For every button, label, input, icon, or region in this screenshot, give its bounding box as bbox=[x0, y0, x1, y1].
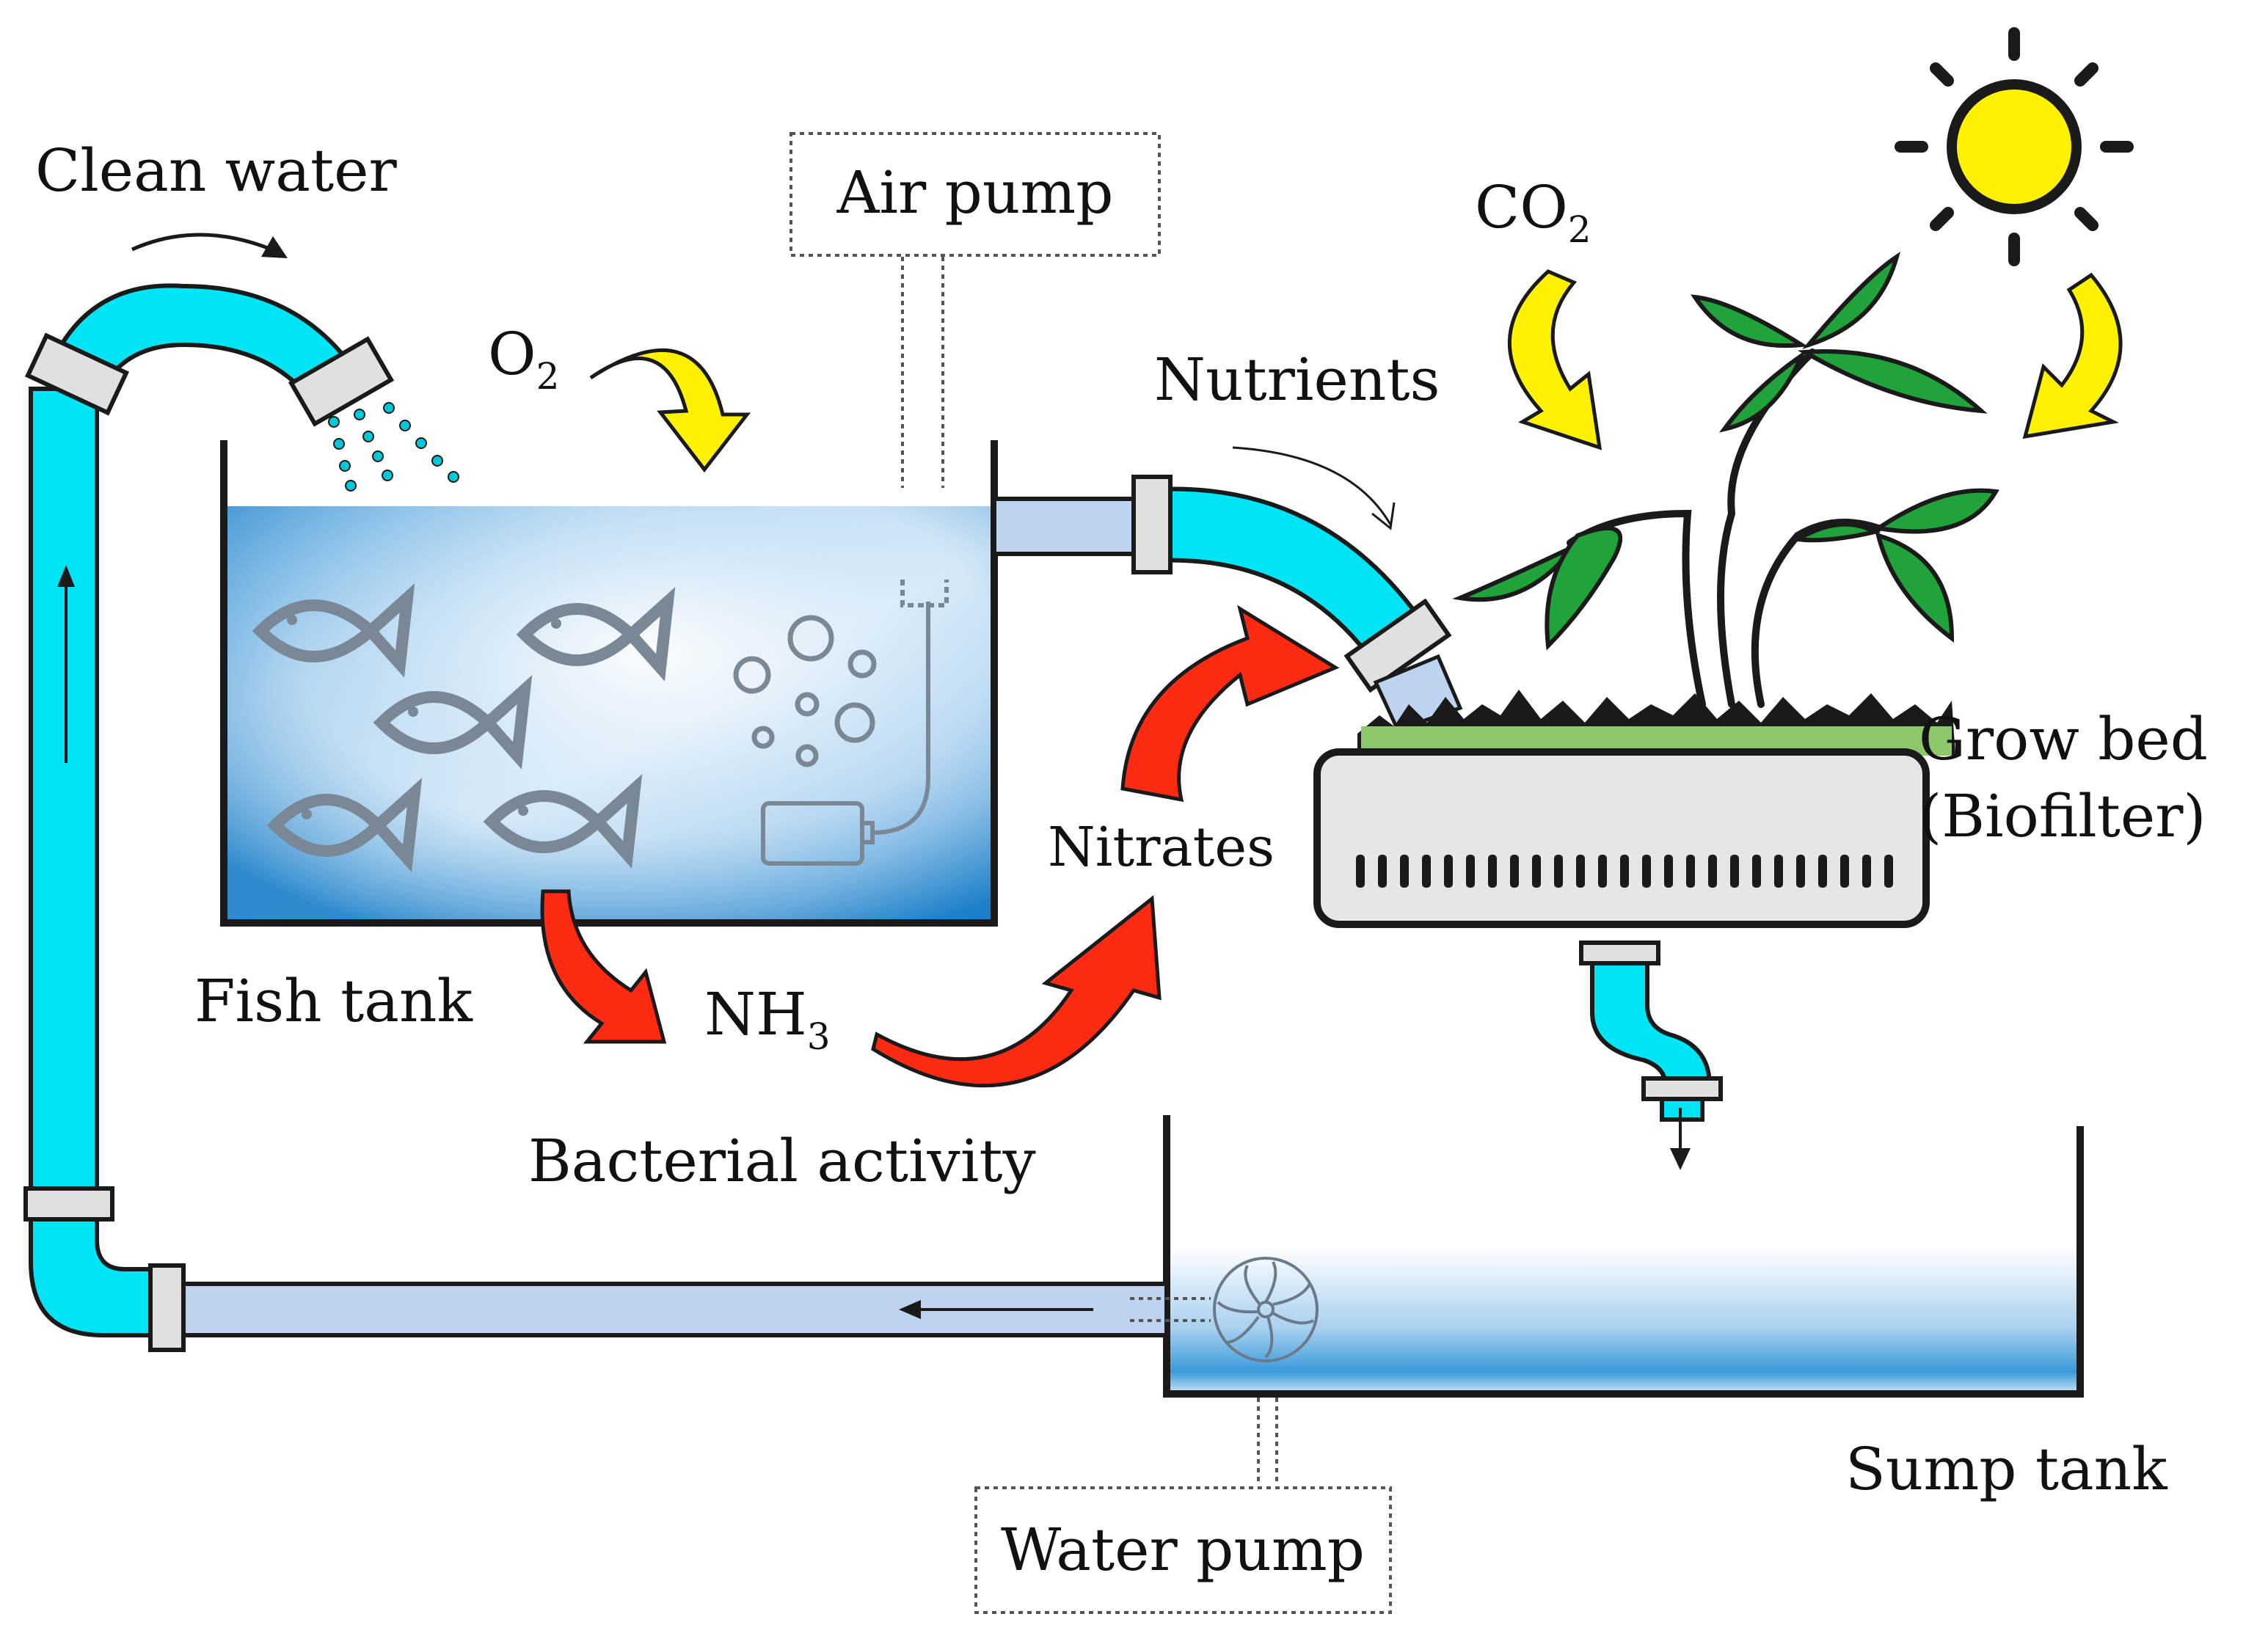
nutrients-label: Nutrients bbox=[1154, 346, 1440, 414]
svg-text:NH3: NH3 bbox=[704, 980, 831, 1058]
fish-icon bbox=[483, 773, 643, 869]
plant bbox=[1452, 252, 1999, 708]
co2-label: CO2 bbox=[1475, 173, 1591, 251]
co2-arrow bbox=[1508, 269, 1602, 450]
biofilter-label: (Biofilter) bbox=[1919, 782, 2206, 850]
bacterial-activity-label: Bacterial activity bbox=[528, 1127, 1036, 1195]
fish-icon bbox=[373, 674, 533, 770]
nutrients-arrow bbox=[1232, 446, 1392, 525]
sun-icon bbox=[1895, 27, 2134, 266]
sump-tank bbox=[148, 1115, 2084, 1398]
nitrates-label: Nitrates bbox=[1048, 816, 1275, 879]
nitrification-arrow bbox=[871, 895, 1162, 1088]
air-pump: Air pump bbox=[790, 132, 1161, 488]
grow-bed bbox=[1313, 690, 1955, 1170]
sump-tank-label: Sump tank bbox=[1845, 1435, 2168, 1503]
svg-text:O2: O2 bbox=[488, 320, 559, 398]
water-pump-label: Water pump bbox=[1001, 1516, 1365, 1584]
tank-outlet-pipe bbox=[992, 497, 1140, 556]
fish-tank-label: Fish tank bbox=[194, 967, 473, 1035]
grow-bed-vents bbox=[1356, 855, 1893, 888]
grow-bed-label: Grow bed bbox=[1919, 705, 2208, 773]
fish-tank bbox=[220, 440, 1140, 927]
nitrates-arrow bbox=[1120, 605, 1340, 803]
sunlight-arrow bbox=[2022, 272, 2123, 439]
fish-icon bbox=[252, 583, 415, 678]
clean-water-label: Clean water bbox=[35, 136, 397, 205]
air-pump-label: Air pump bbox=[836, 158, 1114, 227]
water-spray bbox=[328, 402, 459, 492]
water-pump: Water pump bbox=[974, 1398, 1392, 1614]
o2-label: O2 bbox=[488, 320, 559, 398]
nh3-arrow bbox=[540, 889, 667, 1044]
fish-icon bbox=[516, 586, 676, 682]
bubbles bbox=[733, 615, 877, 767]
svg-text:CO2: CO2 bbox=[1475, 173, 1591, 251]
clean-water-arrow bbox=[131, 233, 272, 252]
air-diffuser bbox=[761, 580, 949, 866]
nh3-label: NH3 bbox=[704, 980, 831, 1058]
o2-arrow bbox=[589, 348, 751, 473]
return-pipe bbox=[23, 283, 459, 1337]
fish-group bbox=[252, 583, 676, 872]
pump-impeller-icon bbox=[1213, 1257, 1319, 1362]
fish-icon bbox=[266, 777, 423, 872]
